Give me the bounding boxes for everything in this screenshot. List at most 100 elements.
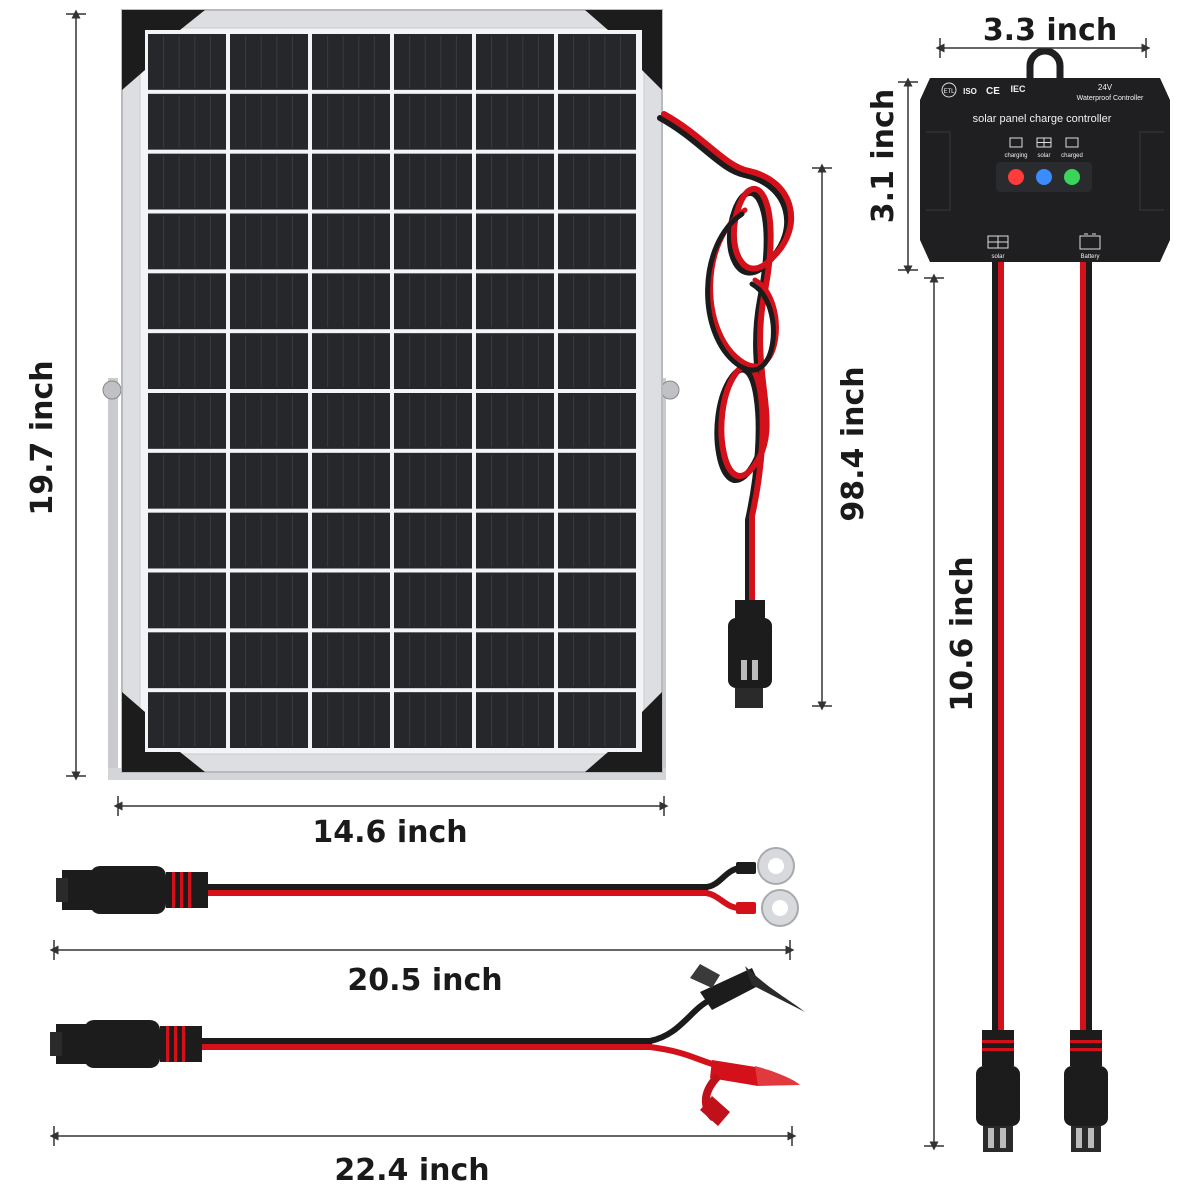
controller-hang-loop [1026,47,1064,78]
solar-cell [230,692,308,748]
solar-cell [312,512,390,569]
solar-cell [558,213,636,270]
solar-cell [148,572,226,629]
solar-cell [476,153,554,210]
solar-cell [476,452,554,509]
solar-cell [476,692,554,748]
solar-cell [312,572,390,629]
indicator-label-charged: charged [1061,153,1083,159]
label-panel-width: 14.6 inch [312,815,467,850]
solar-cell [476,34,554,90]
indicator-labels: charging solar charged [1004,137,1083,159]
panel-sae-connector [728,600,772,708]
alligator-clip-black [690,964,805,1012]
solar-cell [148,34,226,90]
solar-cell [394,333,472,389]
label-ring-cable: 20.5 inch [347,963,502,998]
solar-cell [394,273,472,330]
solar-cell [312,692,390,748]
port-label-solar: solar [991,254,1004,260]
cert-etl: ETL [943,89,955,95]
solar-cell [394,393,472,449]
solar-cell [312,273,390,330]
solar-cell [312,393,390,449]
solar-cell [476,512,554,569]
cert-iec: IEC [1010,84,1026,94]
solar-cell [394,452,472,509]
led-solar [1036,169,1052,185]
solar-cell [230,632,308,689]
solar-cell [476,572,554,629]
solar-cell [558,153,636,210]
solar-cell [476,333,554,389]
cert-iso: ISO [963,87,977,96]
solar-cell [558,333,636,389]
solar-cell [558,452,636,509]
solar-cell [394,34,472,90]
battery-icon [1065,137,1079,148]
solar-cell [476,273,554,330]
battery-port-icon [1079,233,1101,250]
solar-cell [148,213,226,270]
solar-cell [476,213,554,270]
controller-cables [992,262,1092,1032]
controller-voltage: 24V [1098,83,1113,92]
solar-cell [230,34,308,90]
solar-cell [312,632,390,689]
solar-cell [312,153,390,210]
controller-battery-connector [1064,1030,1108,1152]
label-controller-width: 3.3 inch [983,13,1117,48]
charge-controller: ETL ISO CE IEC 24V Waterproof Controller… [920,47,1170,262]
solar-cell [148,692,226,748]
led-charging [1008,169,1024,185]
solar-port-icon [987,235,1009,249]
solar-cell [558,393,636,449]
label-controller-cable: 10.6 inch [945,556,980,711]
solar-cell [312,34,390,90]
solar-cell [312,452,390,509]
solar-cell [230,93,308,150]
cert-ce: CE [986,86,1000,97]
solar-cell [230,393,308,449]
solar-cell [558,34,636,90]
solar-cell [148,632,226,689]
solar-cell [394,572,472,629]
corner-protector-bottom-right [585,692,662,772]
solar-cell [230,572,308,629]
corner-protector-bottom-left [122,692,205,772]
solar-cell [230,512,308,569]
solar-cell [148,153,226,210]
solar-cell [230,452,308,509]
controller-solar-connector [976,1030,1020,1152]
panel-stand-left [108,378,118,778]
alligator-clip-cable [50,964,805,1126]
certification-logos: ETL ISO CE IEC [941,82,1026,98]
solar-cell [148,93,226,150]
indicator-label-solar: solar [1037,153,1050,159]
solar-cell [558,572,636,629]
solar-cell [558,632,636,689]
solar-cell [476,393,554,449]
solar-cell [394,632,472,689]
solar-icon [1036,137,1052,148]
label-controller-height: 3.1 inch [866,89,901,223]
solar-cell [558,93,636,150]
controller-title: solar panel charge controller [973,113,1112,125]
corner-protector-top-left [122,10,205,90]
corner-protector-top-right [585,10,662,90]
indicator-label-charging: charging [1004,153,1027,159]
solar-cell [230,213,308,270]
label-clip-cable: 22.4 inch [334,1153,489,1188]
solar-cell [558,512,636,569]
dimension-lines [49,9,1151,1151]
solar-cell [558,692,636,748]
panel-knob-left [102,380,122,400]
solar-cell [230,273,308,330]
ring-terminal-cable [56,847,799,927]
solar-cell [394,93,472,150]
solar-cell [230,333,308,389]
solar-cell [148,333,226,389]
solar-cell [394,153,472,210]
solar-cell [148,452,226,509]
